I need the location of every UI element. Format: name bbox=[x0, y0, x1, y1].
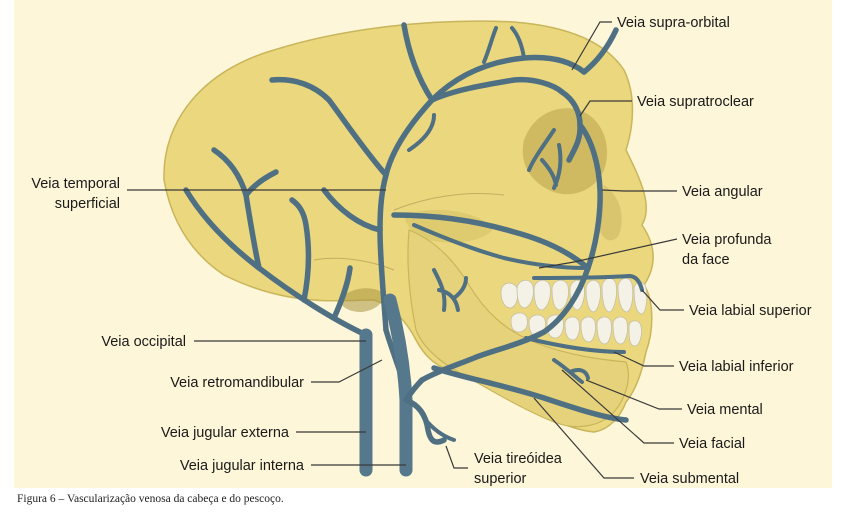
label-angular: Veia angular bbox=[682, 184, 763, 200]
label-facial: Veia facial bbox=[679, 436, 745, 452]
label-tireoidea-2: superior bbox=[474, 471, 527, 487]
label-profunda-face-2: da face bbox=[682, 252, 730, 268]
label-submental: Veia submental bbox=[640, 471, 739, 487]
label-profunda-face-1: Veia profunda bbox=[682, 232, 772, 248]
label-tireoidea-1: Veia tireóidea bbox=[474, 451, 563, 467]
label-mental: Veia mental bbox=[687, 402, 763, 418]
figure-caption: Figura 6 – Vascularização venosa da cabe… bbox=[17, 493, 284, 505]
skull-venous-diagram: Veia supra-orbital Veia supratroclear Ve… bbox=[14, 0, 832, 488]
label-labial-inferior: Veia labial inferior bbox=[679, 359, 794, 375]
label-supratroclear: Veia supratroclear bbox=[637, 94, 754, 110]
label-supra-orbital: Veia supra-orbital bbox=[617, 15, 730, 31]
label-labial-superior: Veia labial superior bbox=[689, 303, 812, 319]
label-jugular-interna: Veia jugular interna bbox=[180, 458, 305, 474]
label-temporal-1: Veia temporal bbox=[31, 176, 120, 192]
label-temporal-2: superficial bbox=[55, 196, 120, 212]
label-occipital: Veia occipital bbox=[101, 334, 186, 350]
label-jugular-externa: Veia jugular externa bbox=[161, 425, 290, 441]
label-retromandibular: Veia retromandibular bbox=[170, 375, 304, 391]
